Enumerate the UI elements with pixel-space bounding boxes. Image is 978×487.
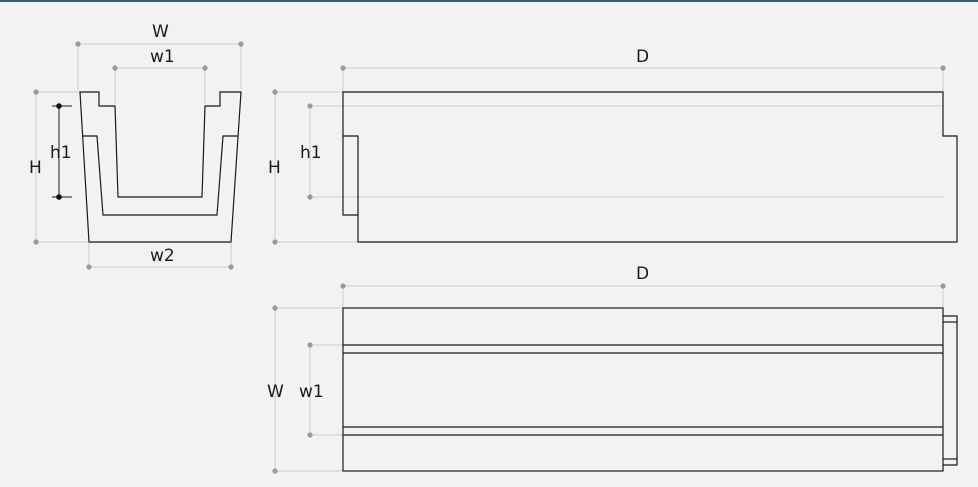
dim-dot <box>307 103 313 109</box>
dim-dot <box>340 65 346 71</box>
dim-front-h1 <box>52 103 72 200</box>
dim-dot <box>272 305 278 311</box>
dimension-dots <box>33 41 946 474</box>
label-front-H: H <box>29 158 42 178</box>
dim-dot <box>940 65 946 71</box>
label-top-D: D <box>636 264 650 284</box>
top-accent-bar <box>0 0 978 2</box>
dim-dot <box>940 283 946 289</box>
dim-dot <box>340 283 346 289</box>
dim-dot <box>112 65 118 71</box>
dim-dot <box>272 89 278 95</box>
front-view-inner-step-line <box>82 135 238 216</box>
label-front-W: W <box>152 22 169 42</box>
part-outlines <box>79 91 958 472</box>
dim-dot-front-h1-bottom <box>56 194 62 200</box>
dimension-lines <box>35 43 944 472</box>
label-front-w2: w2 <box>150 246 175 266</box>
dim-dot <box>228 264 234 270</box>
label-side-h1: h1 <box>300 143 322 163</box>
dim-dot <box>307 194 313 200</box>
side-view-outline <box>342 91 958 243</box>
dim-dot <box>33 89 39 95</box>
dim-dot <box>86 264 92 270</box>
dim-dot <box>33 239 39 245</box>
side-view-joint-line <box>343 135 359 215</box>
top-view-end-tab <box>943 315 958 466</box>
dim-dot <box>272 239 278 245</box>
dim-dot-front-h1-top <box>56 103 62 109</box>
top-view-outline <box>342 307 944 472</box>
label-side-H: H <box>268 158 281 178</box>
dim-dot <box>307 342 313 348</box>
label-front-w1: w1 <box>150 47 175 67</box>
front-view-channel-outline <box>79 91 242 243</box>
dim-dot <box>75 41 81 47</box>
label-top-W: W <box>267 382 284 402</box>
dim-dot <box>238 41 244 47</box>
label-top-w1: w1 <box>299 382 324 402</box>
label-side-D: D <box>636 47 650 67</box>
label-front-h1: h1 <box>50 143 72 163</box>
dim-dot <box>272 468 278 474</box>
dim-dot <box>307 432 313 438</box>
dim-dot <box>202 65 208 71</box>
